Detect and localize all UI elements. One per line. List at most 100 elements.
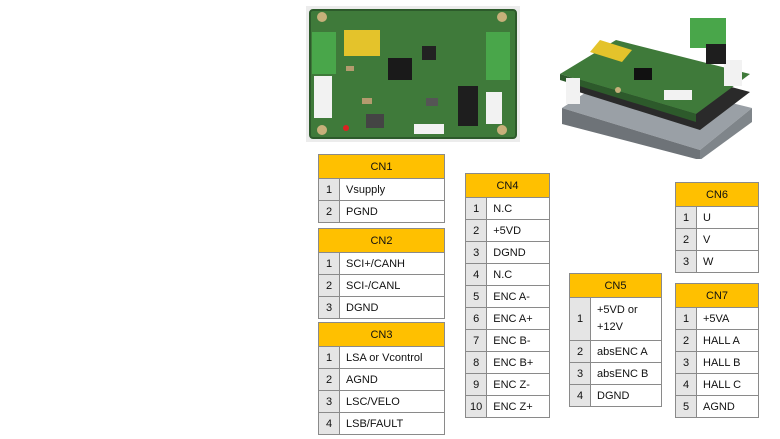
pin-number: 1 xyxy=(675,307,697,330)
pin-signal: HALL B xyxy=(696,351,759,374)
pin-number: 1 xyxy=(318,346,340,369)
board-top-view-photo xyxy=(306,6,520,142)
pin-signal: DGND xyxy=(486,241,550,264)
pin-signal: +5VD xyxy=(486,219,550,242)
pin-signal: N.C xyxy=(486,263,550,286)
table-row: 1+5VA xyxy=(675,307,759,330)
table-header: CN3 xyxy=(318,322,445,347)
pin-number: 5 xyxy=(464,285,488,308)
pin-signal: ENC B- xyxy=(486,329,550,352)
pin-number: 1 xyxy=(464,197,488,220)
pin-signal: AGND xyxy=(339,368,445,391)
pin-signal: W xyxy=(696,250,759,273)
table-header: CN5 xyxy=(569,273,662,298)
pin-number: 4 xyxy=(464,263,488,286)
pin-signal: ENC Z- xyxy=(486,373,550,396)
pin-number: 2 xyxy=(675,329,697,352)
pin-signal: SCI+/CANH xyxy=(339,252,445,275)
pin-signal: ENC A- xyxy=(486,285,550,308)
table-header: CN7 xyxy=(675,283,759,308)
pin-number: 10 xyxy=(464,395,488,418)
table-header: CN2 xyxy=(318,228,445,253)
pin-signal: ENC B+ xyxy=(486,351,550,374)
pin-signal: absENC A xyxy=(590,340,662,363)
pin-number: 2 xyxy=(318,368,340,391)
pin-number: 3 xyxy=(675,250,697,273)
pin-signal: U xyxy=(696,206,759,229)
pin-number: 1 xyxy=(569,297,591,341)
pin-number: 3 xyxy=(675,351,697,374)
pin-signal: HALL C xyxy=(696,373,759,396)
table-header: CN6 xyxy=(675,182,759,207)
pin-number: 8 xyxy=(464,351,488,374)
pin-number: 2 xyxy=(318,274,340,297)
pin-number: 2 xyxy=(569,340,591,363)
pin-signal: ENC A+ xyxy=(486,307,550,330)
pin-signal: DGND xyxy=(590,384,662,407)
pin-signal: ENC Z+ xyxy=(486,395,550,418)
pin-signal: SCI-/CANL xyxy=(339,274,445,297)
pin-number: 3 xyxy=(318,296,340,319)
pin-signal: V xyxy=(696,228,759,251)
pin-number: 7 xyxy=(464,329,488,352)
pin-number: 1 xyxy=(318,178,340,201)
table-header: CN1 xyxy=(318,154,445,179)
table-header: CN4 xyxy=(465,173,550,198)
pin-signal: AGND xyxy=(696,395,759,418)
pin-signal: LSB/FAULT xyxy=(339,412,445,435)
pin-number: 3 xyxy=(318,390,340,413)
pin-signal: HALL A xyxy=(696,329,759,352)
pin-number: 3 xyxy=(464,241,488,264)
pin-number: 2 xyxy=(464,219,488,242)
board-perspective-photo xyxy=(540,4,760,159)
table-row: 1+5VD or +12V xyxy=(569,297,662,341)
pin-signal: PGND xyxy=(339,200,445,223)
pin-number: 1 xyxy=(675,206,697,229)
pin-signal: LSA or Vcontrol xyxy=(339,346,445,369)
pin-signal: Vsupply xyxy=(339,178,445,201)
pin-number: 2 xyxy=(318,200,340,223)
pin-number: 9 xyxy=(464,373,488,396)
pin-signal: N.C xyxy=(486,197,550,220)
pin-signal: +5VD or +12V xyxy=(590,297,662,341)
pin-number: 4 xyxy=(675,373,697,396)
pin-number: 6 xyxy=(464,307,488,330)
pin-number: 4 xyxy=(318,412,340,435)
pin-number: 2 xyxy=(675,228,697,251)
pin-number: 5 xyxy=(675,395,697,418)
table-row: 2+5VD xyxy=(464,219,550,242)
pin-signal: +5VA xyxy=(696,307,759,330)
